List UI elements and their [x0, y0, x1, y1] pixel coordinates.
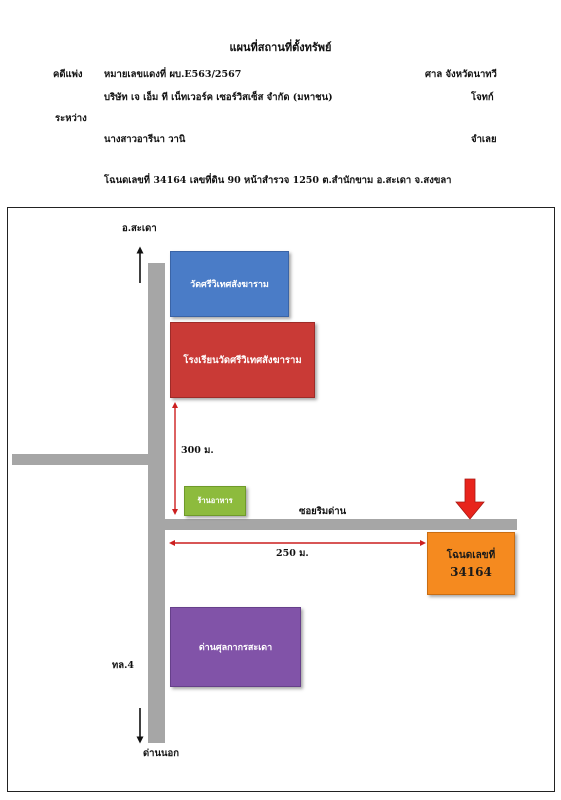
defendant-name: นางสาวอารีนา วานิ: [104, 134, 186, 145]
case-type-label: คดีแพ่ง: [53, 69, 83, 80]
customs-landmark: ด่านศุลกากรสะเดา: [170, 607, 301, 687]
target-label-line1: โฉนดเลขที่: [446, 549, 496, 561]
target-property-box: โฉนดเลขที่ 34164: [427, 532, 515, 595]
distance-horizontal-label: 250 ม.: [276, 548, 309, 559]
distance-vertical-label: 300 ม.: [181, 445, 214, 456]
plaintiff-name: บริษัท เจ เอ็ม ที เน็ทเวอร์ค เซอร์วิสเซ็…: [104, 92, 333, 103]
school-landmark: โรงเรียนวัดศรีวิเทศสังฆาราม: [170, 322, 315, 398]
temple-landmark: วัดศรีวิเทศสังฆาราม: [170, 251, 289, 317]
highway-label: ทล.4: [112, 660, 135, 671]
north-direction-label: อ.สะเดา: [122, 223, 157, 234]
restaurant-landmark: ร้านอาหาร: [184, 486, 246, 516]
between-label: ระหว่าง: [55, 113, 87, 124]
west-side-road: [12, 454, 152, 465]
defendant-role: จำเลย: [471, 134, 497, 145]
case-number: หมายเลขแดงที่ ผบ.E563/2567: [104, 69, 242, 80]
court-name: ศาล จังหวัดนาทวี: [425, 69, 497, 80]
deed-description: โฉนดเลขที่ 34164 เลขที่ดิน 90 หน้าสำรวจ …: [104, 175, 452, 186]
plaintiff-role: โจทก์: [471, 92, 494, 103]
south-direction-label: ด่านนอก: [143, 748, 179, 759]
side-road-label: ซอยริมด่าน: [299, 506, 347, 517]
document-title: แผนที่สถานที่ตั้งทรัพย์: [229, 41, 332, 54]
target-deed-number: 34164: [450, 564, 492, 579]
soi-rim-dan-road: [163, 519, 517, 530]
main-highway-road: [148, 263, 165, 743]
